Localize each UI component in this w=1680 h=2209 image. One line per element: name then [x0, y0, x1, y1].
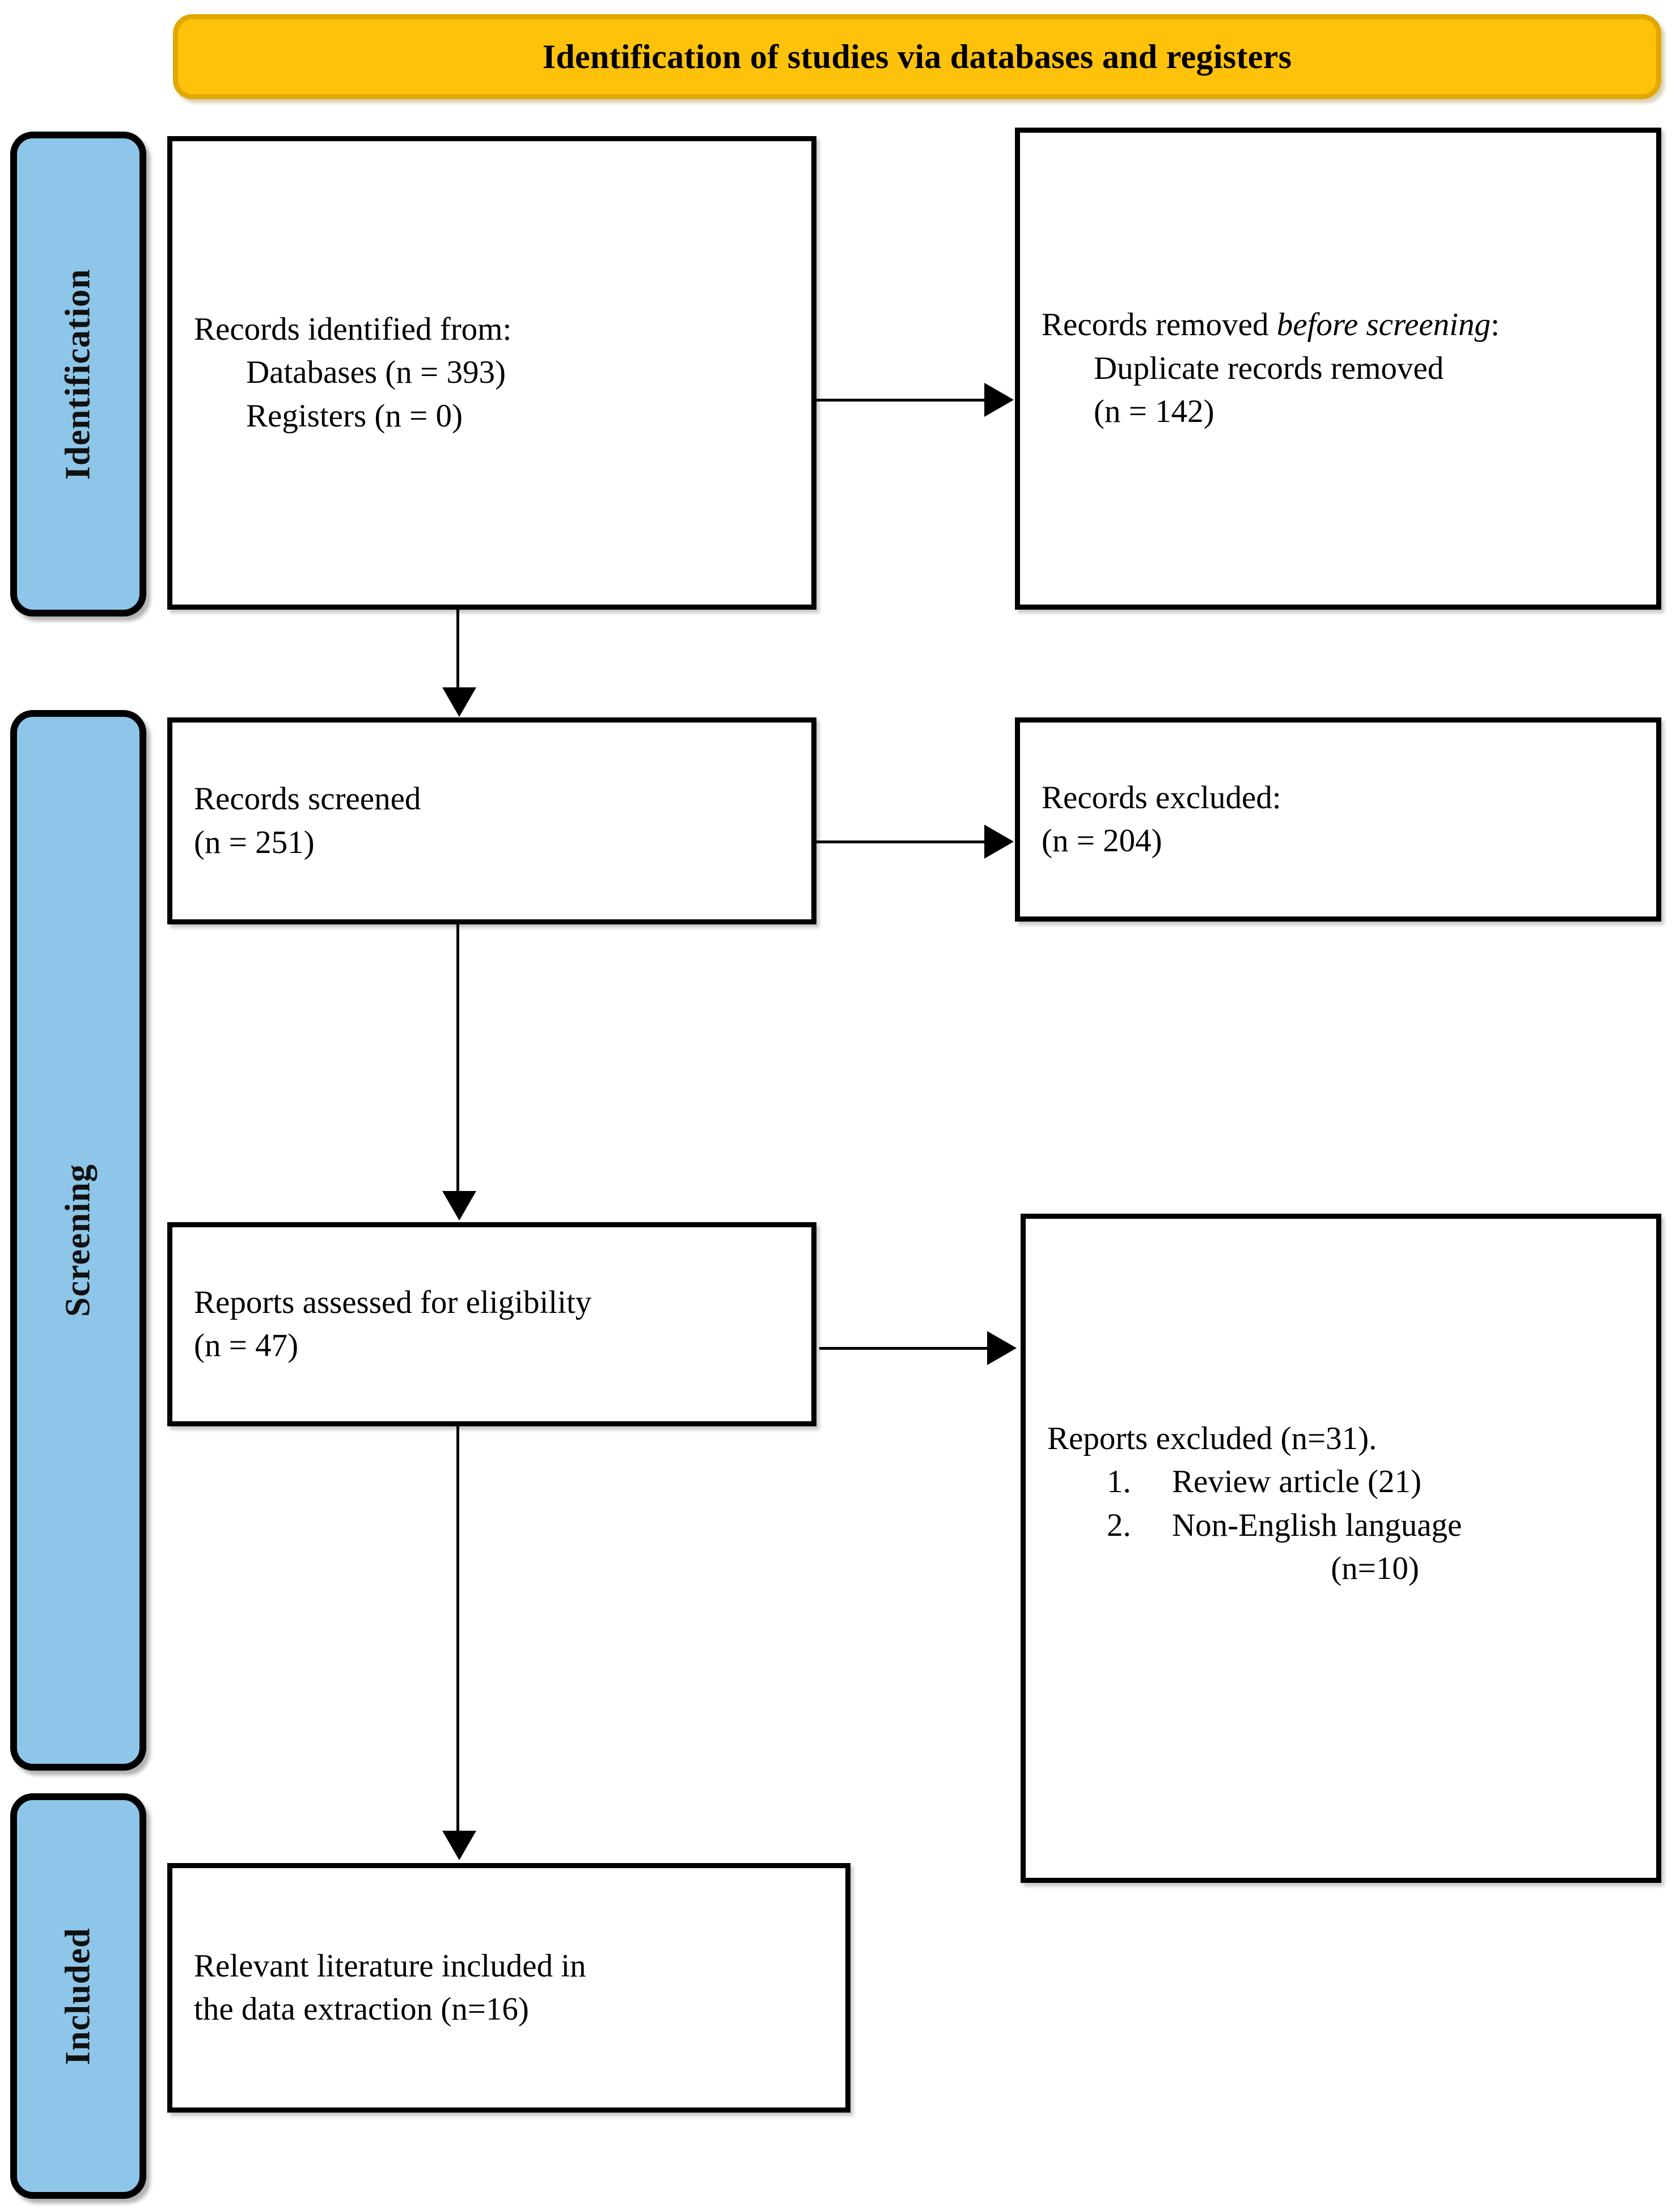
box-reports-assessed-text: Reports assessed for eligibility (n = 47…: [172, 1281, 811, 1368]
included-line2: the data extraction (n=16): [194, 1991, 529, 2027]
reports-assessed-label: Reports assessed for eligibility: [194, 1284, 592, 1320]
reports-excluded-item-1-text: Review article (21): [1172, 1464, 1421, 1500]
records-removed-before: before: [1276, 307, 1359, 343]
diagram-title-banner: Identification of studies via databases …: [173, 14, 1661, 99]
box-records-screened-text: Records screened (n = 251): [172, 778, 811, 864]
stage-bar-screening: Screening: [10, 710, 146, 1771]
page-title: Identification of studies via databases …: [542, 38, 1292, 75]
connector-screened-to-eligibility-line: [456, 924, 459, 1191]
records-removed-colon: :: [1490, 307, 1500, 343]
connector-identified-to-screened-line: [456, 610, 459, 692]
records-excluded-label: Records excluded:: [1042, 779, 1281, 816]
box-records-identified: Records identified from: Databases (n = …: [167, 136, 816, 610]
arrow-right-icon-identified-to-removed: [984, 383, 1014, 417]
box-reports-assessed-eligibility: Reports assessed for eligibility (n = 47…: [167, 1222, 816, 1426]
records-removed-count: (n = 142): [1094, 394, 1214, 430]
records-identified-databases: Databases (n = 393): [246, 354, 506, 391]
reports-excluded-item-2-count: (n=10): [1331, 1551, 1419, 1587]
stage-label-included: Included: [58, 1927, 98, 2065]
reports-excluded-heading: Reports excluded (n=31).: [1047, 1421, 1377, 1456]
records-screened-label: Records screened: [194, 781, 421, 817]
connector-eligibility-to-reports-excluded-line: [819, 1347, 989, 1350]
box-records-removed-text: Records removed before screening: Duplic…: [1020, 303, 1656, 433]
records-removed-lead: Records removed: [1042, 307, 1277, 343]
connector-identified-to-removed-line: [816, 399, 987, 402]
stage-label-screening: Screening: [58, 1164, 98, 1317]
box-records-screened: Records screened (n = 251): [167, 717, 816, 924]
box-reports-excluded-text: Reports excluded (n=31). 1. Review articl…: [1026, 1417, 1656, 1591]
arrow-right-icon-eligibility-to-reports-excluded: [987, 1331, 1017, 1365]
reports-excluded-item-1: 1. Review article (21): [1047, 1460, 1635, 1503]
records-removed-duplicates: Duplicate records removed: [1094, 350, 1444, 386]
connector-screened-to-records-excluded-line: [816, 840, 987, 843]
arrow-down-icon-screened-to-eligibility: [442, 1191, 476, 1220]
included-line1: Relevant literature included in: [194, 1948, 586, 1984]
reports-assessed-count: (n = 47): [194, 1328, 299, 1363]
box-included-text: Relevant literature included in the data…: [172, 1945, 845, 2031]
arrow-right-icon-screened-to-records-excluded: [984, 825, 1014, 859]
box-records-identified-text: Records identified from: Databases (n = …: [172, 308, 811, 438]
reports-excluded-item-2-number: 2.: [1107, 1507, 1131, 1543]
records-excluded-count: (n = 204): [1042, 823, 1162, 859]
records-identified-line1: Records identified from:: [194, 311, 512, 347]
box-records-excluded: Records excluded: (n = 204): [1015, 717, 1661, 922]
arrow-down-icon-identified-to-screened: [442, 687, 476, 717]
reports-excluded-item-2: 2. Non-English language: [1047, 1504, 1635, 1547]
stage-label-identification: Identification: [58, 268, 98, 480]
box-records-removed-before-screening: Records removed before screening: Duplic…: [1015, 128, 1661, 610]
reports-excluded-item-1-number: 1.: [1107, 1464, 1131, 1500]
box-records-excluded-text: Records excluded: (n = 204): [1020, 776, 1656, 863]
box-relevant-literature-included: Relevant literature included in the data…: [167, 1863, 850, 2113]
reports-excluded-item-2-text: Non-English language: [1172, 1507, 1462, 1543]
records-identified-registers: Registers (n = 0): [246, 398, 463, 434]
box-reports-excluded: Reports excluded (n=31). 1. Review articl…: [1021, 1214, 1661, 1883]
arrow-down-icon-eligibility-to-included: [442, 1831, 476, 1860]
records-removed-screening: screening: [1366, 307, 1491, 343]
records-screened-count: (n = 251): [194, 824, 315, 860]
connector-eligibility-to-included-line: [456, 1426, 459, 1832]
stage-bar-identification: Identification: [10, 132, 146, 616]
stage-bar-included: Included: [10, 1793, 146, 2199]
